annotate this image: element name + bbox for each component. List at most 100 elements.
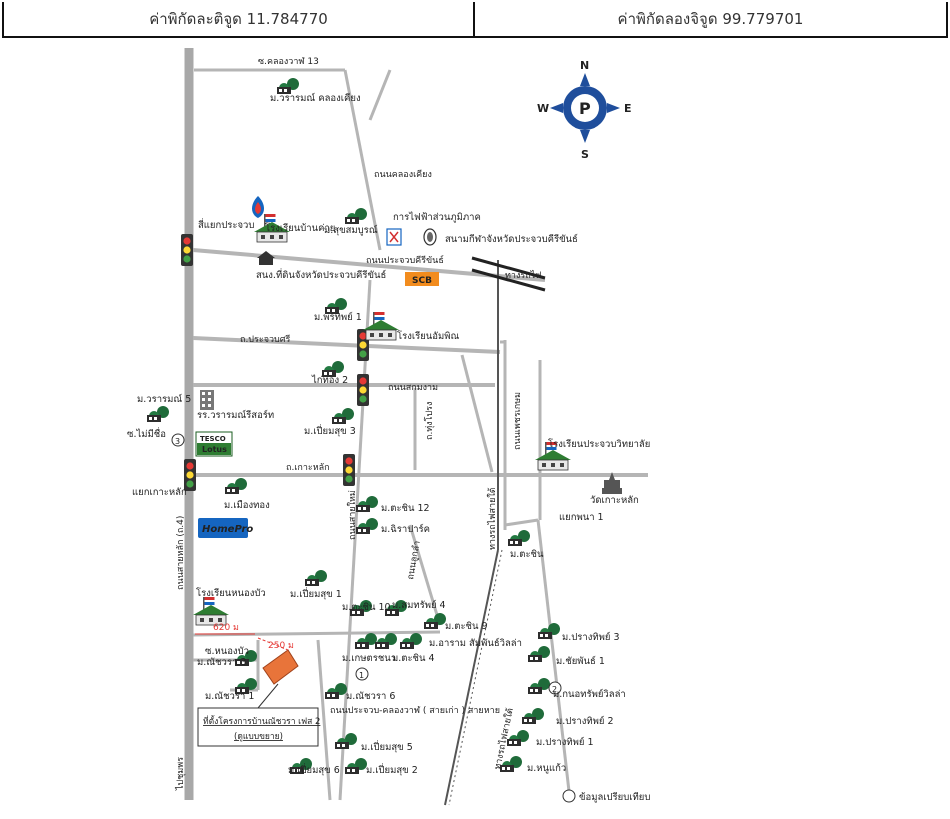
place-label: สนามกีฬาจังหวัดประจวบคีรีขันธ์: [445, 233, 578, 245]
place-label: ม.ปรางทิพย์ 1: [536, 736, 594, 748]
road-label: ถ.ทุ่งโปรง: [424, 402, 435, 440]
project-callout-line2[interactable]: (ดูแบบขยาย): [234, 732, 283, 742]
village-icon: [335, 733, 357, 749]
distance-label: 250 ม: [268, 641, 294, 651]
place-label: ม.ณัชวรา 1: [205, 691, 254, 702]
place-label: โรงเรียนอัมพิณ: [397, 330, 459, 342]
village-icon: [356, 496, 378, 512]
compass-letter-p: P: [579, 99, 591, 118]
place-label: โรงเรียนบ้านค่าย: [265, 222, 335, 234]
project-callout-line1[interactable]: ที่ตั้งโครงการบ้านณัชวรา เฟส 2: [203, 715, 320, 727]
place-label: ไก่ทอง 2: [311, 374, 348, 386]
road-klongwan-old: [316, 639, 332, 801]
roads-layer: [184, 48, 648, 806]
place-label: ม.ชัยพันธ์ 1: [556, 655, 605, 667]
road-label: ถ.เกาะหลัก: [286, 463, 330, 473]
rail-crossing-2: [471, 268, 546, 292]
road-label: ถนนประจวบคีรีขันธ์: [366, 254, 444, 266]
road-label: ทางรถไฟ: [505, 270, 542, 281]
place-label: ม.ปรางทิพย์ 3: [562, 631, 620, 643]
land-office-icon: [257, 251, 275, 265]
village-icon: [345, 208, 367, 224]
place-label: ม.ตะชิน 4: [392, 653, 435, 664]
place-label: ม.หนูแก้ว: [527, 763, 566, 774]
road-label: สี่แยกประจวบ: [198, 218, 255, 231]
place-label: ม.พรทิพย์ 1: [314, 311, 362, 323]
place-label: ม.เปี่ยมสุข 1: [290, 587, 342, 600]
place-label: สนง.ที่ดินจังหวัดประจวบคีรีขันธ์: [256, 268, 386, 281]
project-callout-pointer: [257, 683, 279, 709]
place-label: ม.ณัชวรา 6: [346, 691, 395, 702]
homepro-logo: HomePro: [198, 518, 253, 538]
road-label: ไปชุมพร: [175, 757, 186, 791]
compass-n: N: [580, 59, 589, 72]
place-label: วัดเกาะหลัก: [590, 495, 639, 506]
village-icon: [325, 683, 347, 699]
railway-track-lower-2: [448, 549, 503, 806]
electricity-icon: [386, 228, 402, 246]
traffic-light-icon: [357, 374, 369, 406]
village-icon: [277, 78, 299, 94]
place-label: ม.เปี่ยมสุข 3: [304, 424, 356, 437]
place-label: ม.ตะชิน 12: [381, 503, 430, 514]
distance-label: 620 ม: [213, 623, 239, 633]
temple-icon: [602, 472, 622, 494]
village-icon: [528, 646, 550, 662]
project-callout-box[interactable]: [197, 707, 319, 747]
place-label: ม.ณัชวรา 3: [197, 657, 246, 668]
road-label: ถนนสกมงาม: [388, 383, 438, 393]
village-icon: [508, 530, 530, 546]
place-label: ม.เมืองทอง: [224, 500, 270, 511]
village-icon: [355, 633, 377, 649]
road-klongwan-v: [343, 69, 382, 251]
road-lamkat: [408, 524, 442, 626]
place-label: โรงเรียนหนองบัว: [196, 587, 266, 599]
legend-circle-icon: [562, 789, 576, 803]
road-label: ถนนประจวบ-คลองวาฬ ( สายเก่า ) สายหาย: [330, 705, 500, 716]
place-label: ม.อาราม สัมพันธ์วิลล่า: [429, 637, 522, 649]
number-badge: 1: [355, 667, 369, 681]
village-icon: [375, 633, 397, 649]
road-label: ซ.คลองวาฬ 13: [258, 56, 319, 67]
compass-w: W: [537, 102, 549, 115]
condo-icon: [200, 390, 214, 410]
traffic-light-icon: [181, 234, 193, 266]
road-label: ถนนเพชรเกษม: [513, 392, 523, 450]
road-label: แยกพนา 1: [559, 512, 604, 523]
place-label: ม.วรารมณ์ คลองเคียง: [270, 92, 361, 104]
rail-crossing-1: [471, 256, 546, 280]
road-label: ถนนสายใหม่: [347, 490, 358, 540]
place-label: ม.ฉิราปาร์ค: [381, 523, 430, 535]
road-top-diag: [368, 69, 392, 121]
village-icon: [424, 613, 446, 629]
road-inner-v: [460, 354, 494, 473]
village-icon: [225, 478, 247, 494]
lotus-text: Lotus: [202, 445, 227, 454]
place-label: ม.สุขสมบูรณ์: [324, 224, 378, 236]
project-plot[interactable]: [195, 633, 319, 747]
tesco-text: TESCO: [200, 435, 226, 443]
village-icon: [400, 633, 422, 649]
road-central-v: [338, 279, 372, 801]
village-icon: [147, 406, 169, 422]
compass-e: E: [624, 102, 632, 115]
tesco-lotus-logo: TESCO Lotus: [195, 431, 233, 457]
number-badge: 2: [548, 681, 562, 695]
place-label: รร.วรารมณ์รีสอร์ท: [197, 409, 274, 421]
coordinate-header: ค่าพิกัดละติจูด 11.784770 ค่าพิกัดลองจิจ…: [0, 0, 950, 40]
place-label: ม.ตะชิน 9: [445, 621, 488, 632]
place-label: ม.สมทรัพย์ 4: [392, 599, 446, 611]
road-label: ถนนสายหลัก (ถ.4): [176, 516, 186, 590]
number-badge-3: 3: [175, 437, 180, 446]
scb-logo: SCB: [405, 272, 439, 286]
road-label: ทางรถไฟสายใต้: [487, 487, 498, 550]
place-label: ม.เกษตรชนา: [342, 653, 396, 664]
village-icon: [345, 758, 367, 774]
number-badge-1: 1: [359, 671, 364, 680]
place-label: การไฟฟ้าส่วนภูมิภาค: [393, 211, 481, 223]
ptt-icon: [252, 196, 264, 218]
place-label: ม.เปี่ยมสุข 5: [361, 740, 413, 753]
village-icon: [356, 518, 378, 534]
homepro-text: HomePro: [202, 524, 253, 535]
